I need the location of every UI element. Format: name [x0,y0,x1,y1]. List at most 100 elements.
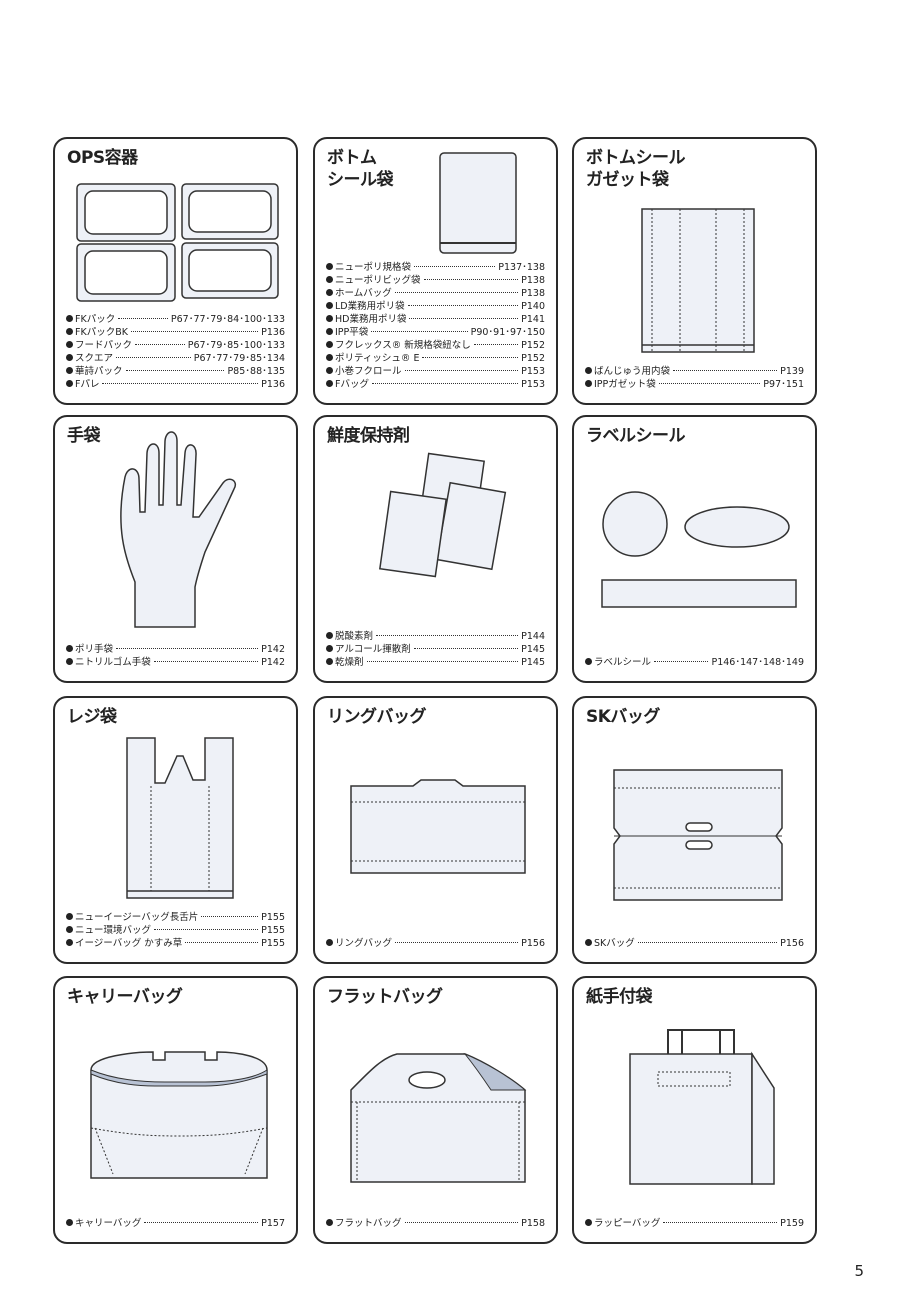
carry-bag-illustration [90,1051,268,1179]
bullet-icon [326,341,333,348]
paper-bag-illustration [629,1029,775,1185]
bullet-icon [585,380,592,387]
card-title: OPS容器 [67,148,138,168]
ops-container-illustration [76,183,279,302]
bullet-icon [66,926,73,933]
bullet-icon [326,645,333,652]
bullet-icon [585,658,592,665]
card-title: 紙手付袋 [586,987,653,1007]
sachet-illustration [378,452,507,578]
label-seal-illustration [601,491,797,608]
card-title: SKバッグ [586,707,660,727]
flat-bag-illustration [350,1052,527,1183]
bullet-icon [66,380,73,387]
bullet-icon [326,302,333,309]
card-title: キャリーバッグ [67,987,183,1007]
bullet-icon [326,632,333,639]
gusset-bag-illustration [641,208,755,353]
bullet-icon [66,913,73,920]
card-title: ラベルシール [586,426,686,446]
ring-bag-illustration [350,779,526,874]
bullet-icon [326,354,333,361]
card-title: リングバッグ [327,707,427,727]
bullet-icon [66,367,73,374]
glove-illustration [120,431,236,628]
bullet-icon [326,289,333,296]
bullet-icon [326,276,333,283]
bullet-icon [66,341,73,348]
bullet-icon [66,658,73,665]
bullet-icon [326,367,333,374]
bullet-icon [326,1219,333,1226]
bullet-icon [326,380,333,387]
bullet-icon [66,315,73,322]
register-bag-illustration [126,737,234,899]
bullet-icon [326,328,333,335]
bullet-icon [66,354,73,361]
card-title: ボトムシール ガゼット袋 [586,148,686,190]
bullet-icon [326,263,333,270]
bullet-icon [66,328,73,335]
card-title: 鮮度保持剤 [327,426,410,446]
sk-bag-illustration [613,769,783,901]
card-title: ボトム シール袋 [327,148,394,190]
bullet-icon [326,315,333,322]
card-title: レジ袋 [67,707,117,727]
card-title: フラットバッグ [327,987,443,1007]
bullet-icon [326,658,333,665]
bullet-icon [585,939,592,946]
